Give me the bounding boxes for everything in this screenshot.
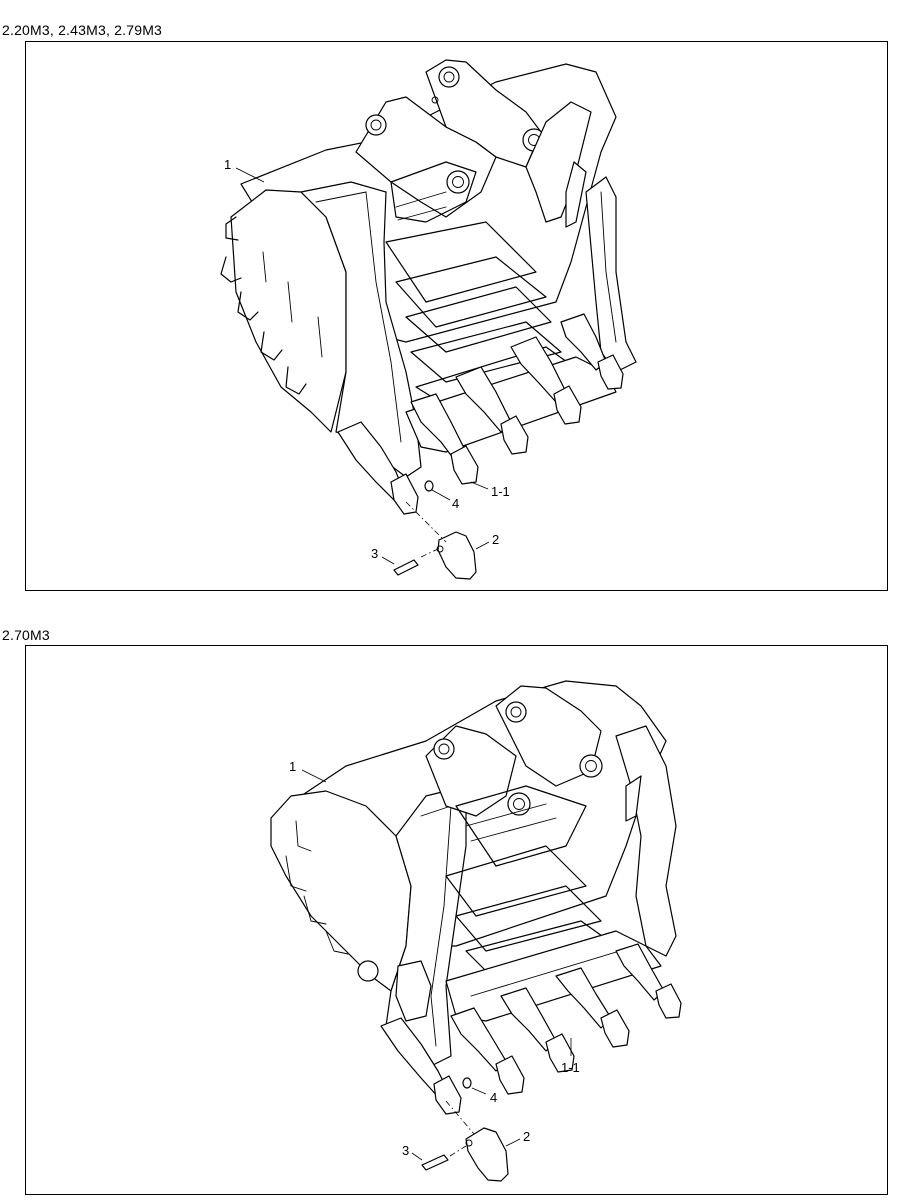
tooth bbox=[615, 943, 682, 1019]
parts-diagram-panel: 1 1-1 4 3 2 bbox=[25, 41, 888, 591]
callout-label: 3 bbox=[371, 546, 378, 561]
callout-label: 2 bbox=[523, 1129, 530, 1144]
callout-label: 3 bbox=[402, 1143, 409, 1158]
tooth bbox=[450, 1007, 525, 1095]
callout-label: 1-1 bbox=[561, 1060, 580, 1075]
tooth bbox=[410, 393, 479, 485]
tooth bbox=[555, 967, 630, 1048]
tooth bbox=[337, 421, 419, 515]
parts-diagram-panel: 1 1-1 4 3 2 bbox=[25, 645, 888, 1195]
tooth bbox=[510, 336, 582, 425]
tooth bbox=[455, 366, 529, 455]
pin-exploded bbox=[421, 1154, 449, 1171]
callout-label: 2 bbox=[492, 532, 499, 547]
callout-label: 4 bbox=[490, 1090, 497, 1105]
diagram-title: 2.70M3 bbox=[2, 627, 50, 643]
bucket-teeth bbox=[337, 313, 624, 515]
callout-label: 4 bbox=[452, 496, 459, 511]
pin-exploded bbox=[393, 559, 419, 576]
bucket-body bbox=[270, 680, 677, 1067]
diagram-title: 2.20M3, 2.43M3, 2.79M3 bbox=[2, 22, 163, 38]
retainer-exploded bbox=[462, 1077, 472, 1089]
callout-label: 1 bbox=[224, 157, 231, 172]
bucket-drawing: 1 1-1 4 3 2 bbox=[220, 59, 637, 580]
retainer-exploded bbox=[424, 480, 434, 492]
callout-label: 1-1 bbox=[491, 484, 510, 499]
callout-label: 1 bbox=[289, 759, 296, 774]
tooth bbox=[500, 987, 575, 1073]
tooth-tip-exploded bbox=[465, 1127, 509, 1182]
tooth bbox=[380, 1017, 462, 1115]
tooth-tip-exploded bbox=[436, 531, 477, 580]
bucket-teeth bbox=[380, 943, 682, 1115]
bucket-body bbox=[220, 59, 637, 478]
bucket-drawing: 1 1-1 4 3 2 bbox=[270, 680, 682, 1182]
tooth bbox=[560, 313, 624, 390]
